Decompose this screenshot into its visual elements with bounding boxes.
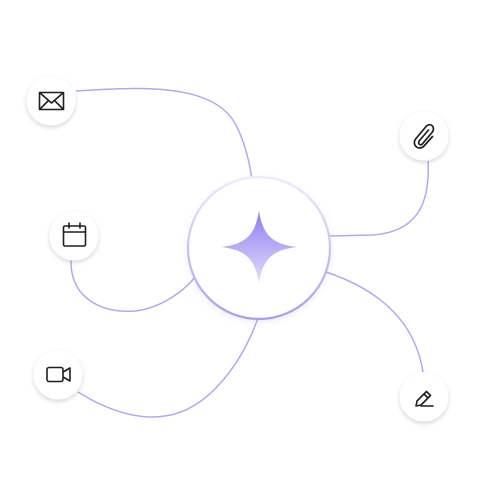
- connector-calendar: [70, 259, 197, 313]
- connector-video: [77, 317, 259, 418]
- mail-icon: [38, 91, 65, 111]
- connectors: [70, 87, 429, 418]
- connector-mail: [75, 87, 253, 181]
- pencil-node[interactable]: [399, 372, 449, 422]
- calendar-node[interactable]: [49, 211, 99, 261]
- hub-node[interactable]: [186, 175, 332, 321]
- connector-paperclip: [329, 160, 429, 237]
- connector-pencil: [325, 271, 424, 373]
- sparkle-icon: [221, 211, 297, 283]
- calendar-icon: [62, 222, 87, 247]
- video-camera-icon: [46, 366, 71, 383]
- paperclip-node[interactable]: [399, 111, 449, 161]
- paperclip-icon: [413, 123, 435, 149]
- video-node[interactable]: [33, 350, 83, 400]
- pencil-icon: [415, 390, 434, 407]
- mail-node[interactable]: [26, 76, 76, 126]
